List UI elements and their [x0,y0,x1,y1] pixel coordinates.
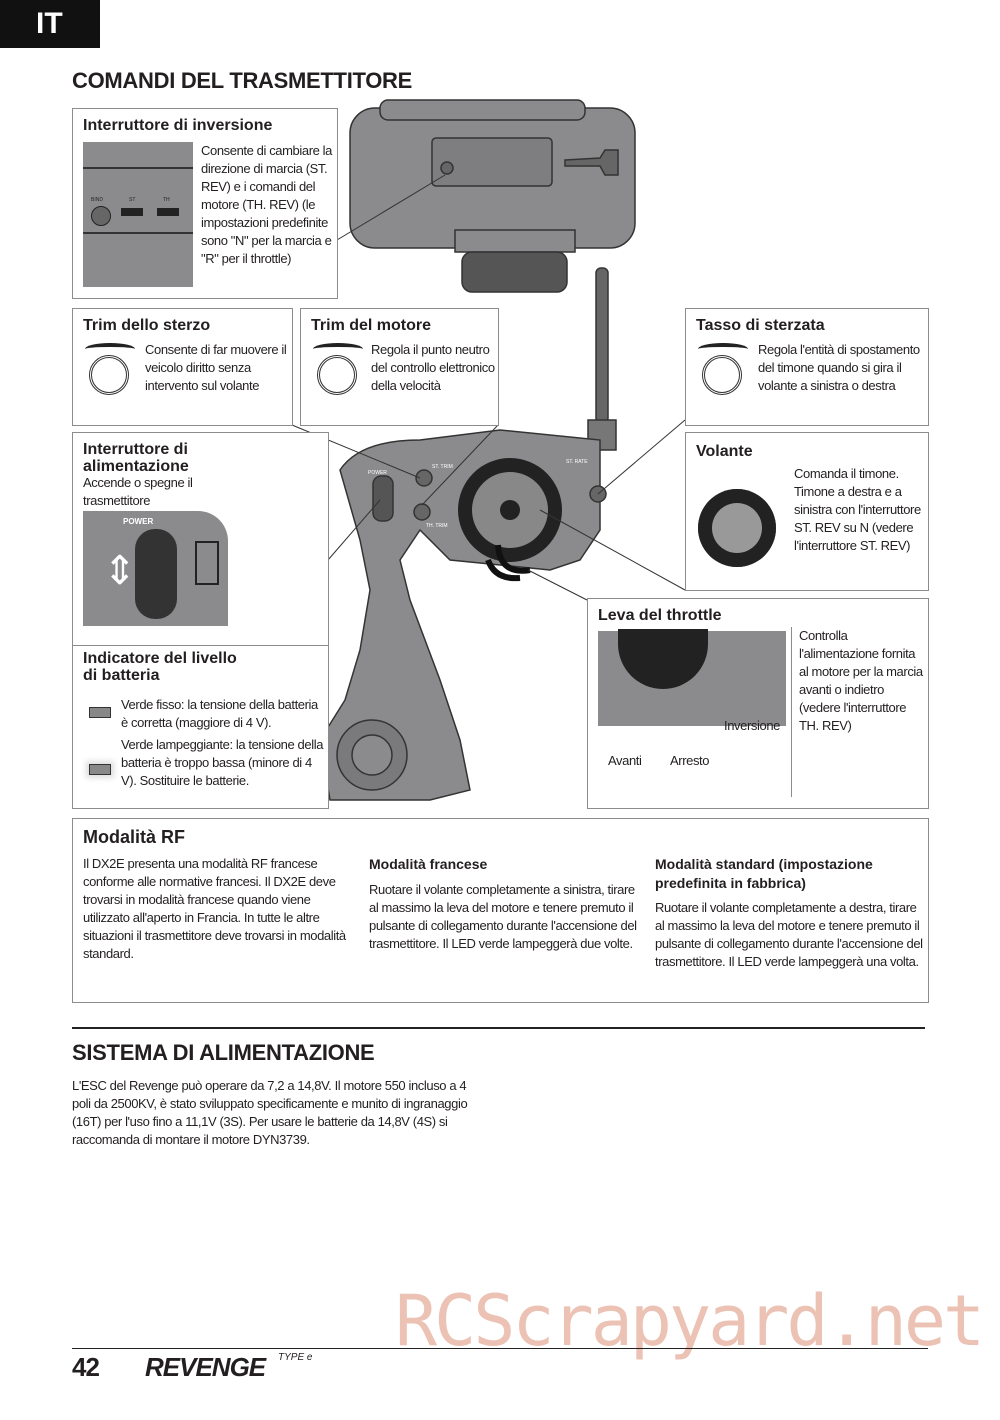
trim-knob-icon [317,355,357,395]
power-slider-icon [135,529,177,619]
throttle-trigger-box: Leva del throttle Avanti Arresto Inversi… [587,598,929,809]
arrows-icon [698,343,748,355]
svg-text:ST. RATE: ST. RATE [566,459,588,465]
battery-indicator-box: Indicatore del livello di batteria Verde… [72,645,329,809]
power-switch-text: Accende o spegne il trasmettitore [83,475,193,508]
power-switch-image: POWER ⇕ [83,511,228,626]
steering-rate-text: Regola l'entità di spostamento del timon… [758,342,920,393]
steering-rate-heading: Tasso di sterzata [696,317,825,334]
reverse-switch-heading: Interruttore di inversione [83,117,273,134]
arrows-icon [85,343,135,355]
throttle-trim-heading: Trim del motore [311,317,432,334]
steering-wheel-heading: Volante [696,443,753,460]
steering-rate-box: Tasso di sterzata Regola l'entità di spo… [685,308,929,426]
reverse-switch-box: Interruttore di inversione BIND ST TH Co… [72,108,338,299]
bind-button-icon [91,206,111,226]
watermark: RCScrapyard.net [395,1280,985,1362]
section-divider [72,1027,925,1029]
wheel-icon [698,489,776,567]
led-flashing-icon [89,764,111,775]
steering-trim-box: Trim dello sterzo Consente di far muover… [72,308,293,426]
french-mode-text: Ruotare il volante completamente a sinis… [369,882,637,951]
up-down-arrow-icon: ⇕ [103,549,137,593]
french-mode-heading: Modalità francese [369,856,488,872]
rf-mode-box: Modalità RF Il DX2E presenta una modalit… [72,818,929,1003]
svg-text:POWER: POWER [368,470,387,476]
power-system-heading: SISTEMA DI ALIMENTAZIONE [72,1040,375,1065]
power-switch-box: Interruttore di alimentazione Accende o … [72,432,329,646]
page-title: COMANDI DEL TRASMETTITORE [72,68,413,93]
rf-intro-text: Il DX2E presenta una modalità RF frances… [83,856,346,961]
throttle-trim-box: Trim del motore Regola il punto neutro d… [300,308,499,426]
battery-indicator-heading: Indicatore del livello di batteria [83,650,237,684]
svg-text:TH. TRIM: TH. TRIM [426,523,448,529]
battery-solid-text: Verde fisso: la tensione della batteria … [121,697,318,730]
revenge-logo: REVENGE [145,1352,266,1382]
language-tab: IT [0,0,100,48]
rate-knob-icon [702,355,742,395]
reverse-switch-image: BIND ST TH [83,142,193,287]
throttle-trigger-heading: Leva del throttle [598,607,722,624]
footer-rule [72,1348,928,1349]
trim-knob-icon [89,355,129,395]
transmitter-illustration: ST. TRIM TH. TRIM ST. RATE POWER [291,99,686,801]
reverse-label: Inversione [724,718,780,733]
page-number: 42 [72,1352,100,1382]
steering-wheel-icon [458,458,562,582]
rf-mode-heading: Modalità RF [83,827,185,847]
power-switch-heading: Interruttore di alimentazione [83,441,189,475]
steering-trim-heading: Trim dello sterzo [83,317,211,334]
forward-label: Avanti [608,753,642,768]
stop-label: Arresto [670,753,710,768]
standard-mode-heading: Modalità standard (impostazione predefin… [655,856,873,891]
revenge-logo-sup: TYPE e [278,1352,313,1363]
throttle-trim-text: Regola il punto neutro del controllo ele… [371,342,495,393]
standard-mode-text: Ruotare il volante completamente a destr… [655,900,923,969]
battery-flash-text: Verde lampeggiante: la tensione della ba… [121,737,324,788]
steering-wheel-text: Comanda il timone. Timone a destra e a s… [794,466,921,553]
arrows-icon [313,343,363,355]
reverse-switch-text: Consente di cambiare la direzione di mar… [201,143,332,266]
svg-text:ST. TRIM: ST. TRIM [432,464,453,470]
steering-trim-text: Consente di far muovere il veicolo dirit… [145,342,287,393]
throttle-trigger-text: Controlla l'alimentazione fornita al mot… [799,628,923,733]
power-system-text: L'ESC del Revenge può operare da 7,2 a 1… [72,1078,468,1147]
led-solid-icon [89,707,111,718]
steering-wheel-box: Volante Comanda il timone. Timone a dest… [685,432,929,591]
